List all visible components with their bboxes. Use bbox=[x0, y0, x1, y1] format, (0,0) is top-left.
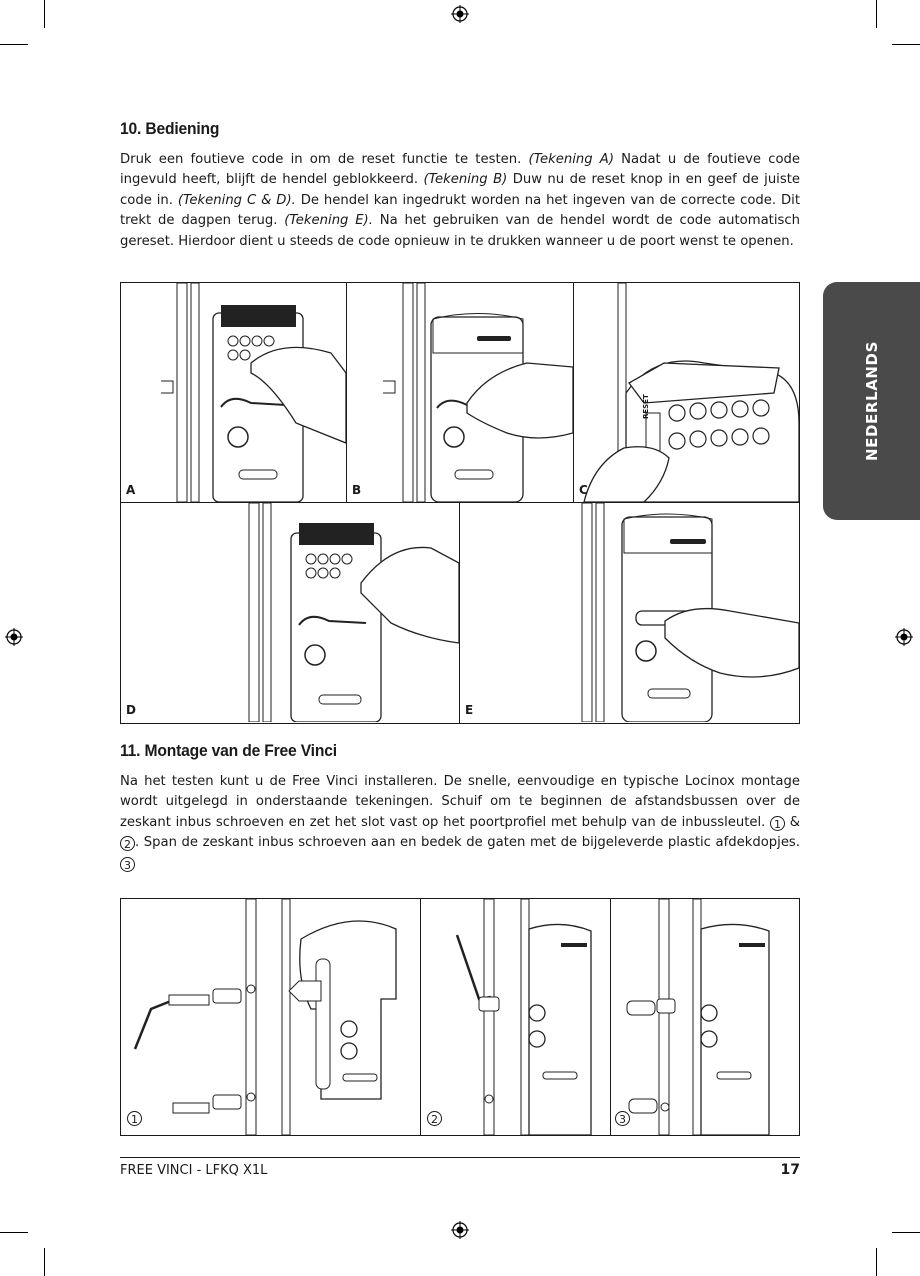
footer-divider bbox=[120, 1157, 800, 1158]
drawing-panel-c: RESET C bbox=[574, 283, 800, 503]
registration-mark-icon bbox=[5, 628, 23, 646]
screws-and-lock-illustration bbox=[133, 899, 397, 1135]
crop-mark bbox=[876, 0, 877, 28]
drawing-panel-b: B bbox=[347, 283, 574, 503]
step-2-marker: 2 bbox=[120, 836, 135, 852]
crop-mark bbox=[44, 0, 45, 28]
footer-product: FREE VINCI - LFKQ X1L bbox=[120, 1163, 268, 1178]
cover-caps-illustration bbox=[626, 899, 770, 1135]
operation-figure: A B RESET C bbox=[120, 282, 800, 724]
step-3-marker: 3 bbox=[120, 856, 135, 872]
mounting-step-1-label: 1 bbox=[127, 1111, 142, 1126]
reset-label: RESET bbox=[642, 394, 650, 419]
step-1-marker: 1 bbox=[770, 815, 786, 831]
registration-mark-icon bbox=[451, 1221, 469, 1239]
panel-label-c: C bbox=[579, 483, 588, 497]
mounting-step-3-label: 3 bbox=[615, 1111, 630, 1126]
reset-button-closeup-illustration bbox=[583, 283, 799, 502]
panel-label-d: D bbox=[126, 703, 136, 717]
crop-mark bbox=[876, 1248, 877, 1276]
mounting-step-1-panel: 1 bbox=[121, 899, 421, 1135]
crop-mark bbox=[44, 1248, 45, 1276]
section-11-title: 11. Montage van de Free Vinci bbox=[120, 741, 337, 760]
language-tab-label: NEDERLANDS bbox=[862, 340, 881, 462]
drawing-panel-d: D bbox=[121, 503, 460, 723]
handle-pressed-illustration bbox=[581, 503, 799, 722]
section-10-text: Druk een foutieve code in om de reset fu… bbox=[120, 152, 800, 249]
drawing-panel-a: A bbox=[121, 283, 347, 503]
registration-mark-icon bbox=[451, 5, 469, 23]
crop-mark bbox=[892, 44, 920, 45]
mounting-step-3-panel: 3 bbox=[611, 899, 799, 1135]
panel-label-a: A bbox=[126, 483, 136, 497]
drawing-panel-e: E bbox=[460, 503, 800, 723]
registration-mark-icon bbox=[895, 628, 913, 646]
lock-wrong-code-illustration bbox=[161, 283, 346, 502]
mounting-step-2-panel: 2 bbox=[421, 899, 611, 1135]
lock-blocked-illustration bbox=[383, 283, 573, 502]
mounting-step-2-label: 2 bbox=[427, 1111, 442, 1126]
crop-mark bbox=[0, 1232, 28, 1233]
page-number: 17 bbox=[780, 1162, 800, 1178]
crop-mark bbox=[0, 44, 28, 45]
section-11-text: Na het testen kunt u de Free Vinci insta… bbox=[120, 774, 800, 872]
crop-mark bbox=[892, 1232, 920, 1233]
mounting-figure: 1 2 3 bbox=[120, 898, 800, 1136]
correct-code-entry-illustration bbox=[248, 503, 459, 722]
language-tab: NEDERLANDS bbox=[823, 282, 920, 520]
hex-key-tightening-illustration bbox=[455, 899, 592, 1135]
panel-label-e: E bbox=[465, 703, 474, 717]
panel-label-b: B bbox=[352, 483, 362, 497]
section-10-title: 10. Bediening bbox=[120, 119, 220, 138]
